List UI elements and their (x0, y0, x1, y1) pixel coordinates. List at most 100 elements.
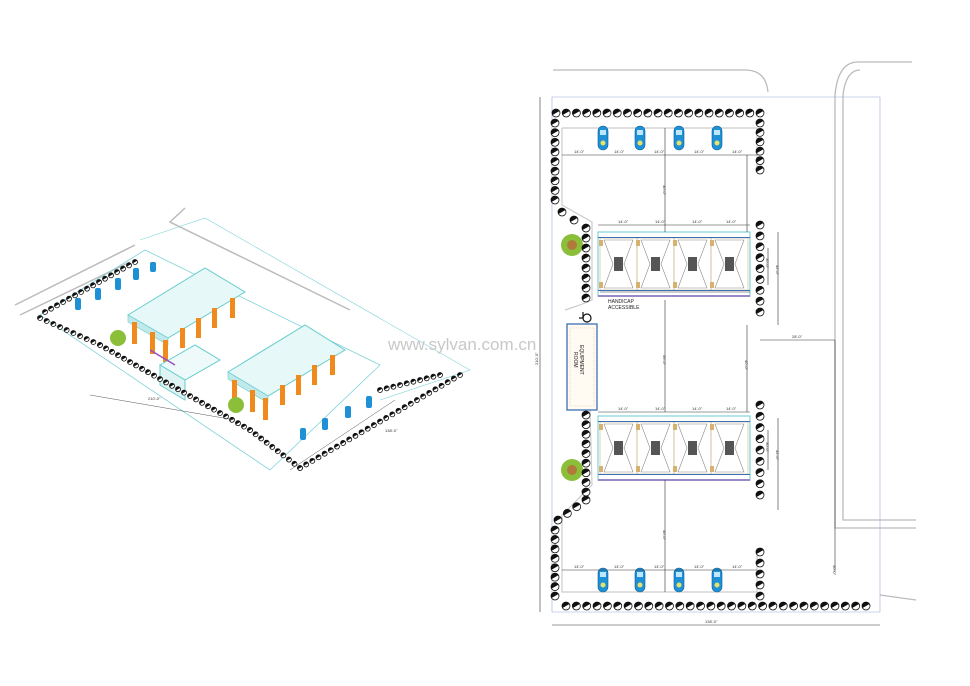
dim-canopy1-depth: 42'-0" (775, 265, 780, 276)
iso-canopy-columns-1 (132, 298, 235, 362)
watermark: www.sylvan.com.cn (387, 335, 536, 354)
bollard-icon (169, 382, 175, 389)
bollard-icon (755, 253, 765, 263)
dim-bottom-bay-2: 14'-0" (614, 564, 625, 569)
bollard-icon (716, 601, 726, 611)
bollard-icon (83, 336, 90, 342)
bollard-icon (581, 449, 591, 458)
bollard-icon (755, 146, 765, 156)
bollard-icon (755, 242, 765, 252)
wash-bay (673, 237, 712, 291)
canopy-1 (597, 231, 751, 297)
bollard-icon (114, 269, 120, 275)
wash-bay (599, 421, 638, 475)
bollard-icon (612, 108, 622, 118)
bollard-icon (755, 591, 765, 601)
dim-bottom-bay-4: 14'-0" (694, 564, 705, 569)
bollard-icon (582, 601, 592, 611)
vacuum-station-icon (673, 567, 685, 593)
bollard-icon (674, 108, 683, 118)
bollard-icon (163, 379, 169, 386)
bollard-icon (561, 601, 571, 611)
bollard-icon (364, 425, 371, 432)
vacuum-station-icon (711, 567, 723, 593)
bollard-icon (457, 372, 463, 378)
bollard-icon (581, 439, 591, 449)
bollard-icon (562, 508, 572, 518)
bollard-icon (108, 272, 114, 279)
dim-bottom-bay-5: 14'-0" (732, 564, 743, 569)
bollard-icon (315, 454, 322, 461)
bollard-icon (126, 262, 132, 269)
bollard-icon (72, 292, 78, 299)
bollard-icon (263, 439, 270, 446)
equipment-room-label: EQUIPMENT (578, 345, 584, 375)
bollard-icon (205, 403, 211, 410)
dim-top-bay-5: 14'-0" (732, 149, 743, 154)
bollard-icon (755, 558, 765, 568)
bollard-icon (550, 582, 560, 591)
bollard-icon (755, 220, 765, 230)
bollard-icon (352, 432, 359, 439)
bollard-icon (725, 108, 734, 118)
bollard-icon (550, 544, 560, 554)
bollard-icon (684, 108, 693, 118)
bollard-icon (553, 515, 563, 525)
bollards (550, 108, 871, 611)
bollard-icon (755, 580, 765, 590)
equipment-room (566, 323, 598, 411)
handicap-label-2: ACCESSIBLE (608, 305, 640, 311)
bollard-icon (437, 372, 443, 378)
bollard-icon (768, 601, 778, 611)
bollard-icon (755, 400, 765, 410)
bollard-icon (550, 525, 560, 535)
bollard-icon (830, 601, 840, 611)
handicap-label: HANDICAP (608, 299, 635, 305)
bollard-icon (60, 299, 66, 305)
bollard-icon (414, 397, 420, 403)
wash-bay (710, 421, 749, 475)
bollard-icon (613, 601, 623, 611)
bollard-icon (851, 601, 861, 611)
bollard-icon (550, 195, 560, 205)
wash-bay (673, 421, 712, 475)
bollard-icon (120, 265, 126, 272)
bollard-icon (809, 601, 819, 611)
bollard-icon (63, 327, 70, 333)
bollard-icon (755, 423, 765, 432)
bollard-icon (789, 601, 798, 611)
bollard-icon (653, 108, 663, 118)
wash-bay (710, 237, 749, 291)
bollard-icon (572, 108, 581, 118)
bollard-icon (370, 422, 377, 428)
bollard-icon (633, 108, 642, 118)
vacuum-station-icon (711, 125, 723, 151)
bollard-icon (581, 468, 591, 478)
bollard-icon (423, 375, 430, 382)
dim-center: 56'-0" (662, 355, 667, 366)
bollard-icon (235, 420, 241, 427)
bollard-icon (561, 108, 571, 118)
bollard-icon (550, 572, 560, 582)
bollard-icon (151, 372, 157, 379)
bollard-icon (77, 333, 83, 339)
bollard-icon (66, 295, 72, 302)
bollard-icon (745, 108, 755, 118)
vacuum-station-icon (673, 125, 685, 151)
bollard-icon (685, 601, 695, 611)
bollard-icon (358, 429, 365, 436)
dim-top-bay-3: 14'-0" (654, 149, 665, 154)
dim-canopy1-bay-4: 14'-0" (726, 219, 737, 224)
bollard-icon (397, 382, 403, 388)
bollard-icon (755, 137, 765, 147)
bollard-icon (755, 264, 765, 273)
bollard-icon (663, 108, 673, 118)
dim-top-bay-4: 14'-0" (694, 149, 705, 154)
bollard-icon (96, 279, 102, 285)
bollard-icon (274, 448, 281, 455)
vacuum-station-icon (597, 125, 609, 151)
handicap-icon (579, 312, 592, 323)
bollard-icon (132, 259, 138, 265)
bollard-icon (572, 502, 582, 512)
bollard-icon (799, 601, 809, 611)
